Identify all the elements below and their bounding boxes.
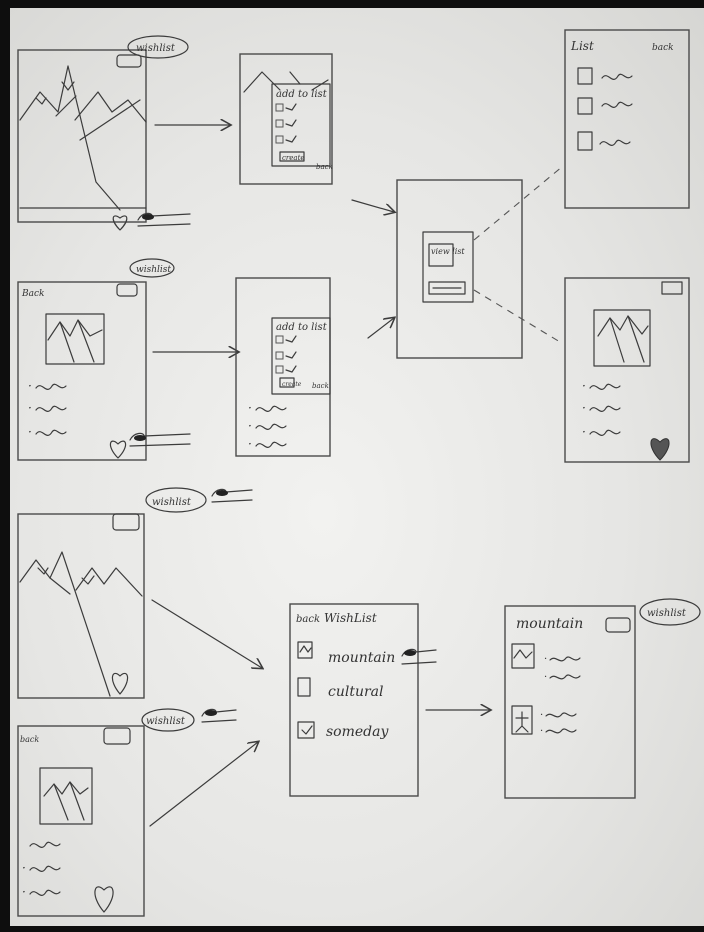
- arrow-icon: [473, 165, 564, 241]
- heart-icon: [111, 672, 129, 695]
- wishlist-title: WishList: [324, 611, 377, 625]
- wishlist-tag: wishlist: [145, 487, 207, 513]
- screen-detail-hearted: · · ·: [564, 277, 690, 463]
- wishlist-tag: wishlist: [141, 708, 195, 732]
- wishlist-tag: wishlist: [639, 598, 701, 626]
- checkbox-icon: [275, 135, 284, 144]
- svg-text:·: ·: [248, 401, 252, 415]
- svg-text:·: ·: [540, 726, 543, 737]
- mountain-icon: [19, 65, 147, 211]
- arrow-icon: [367, 318, 394, 339]
- sketch-paper: [10, 8, 704, 926]
- wishlist-label: wishlist: [647, 608, 687, 619]
- category-mountain: mountain: [328, 650, 395, 666]
- arrow-icon: [473, 289, 561, 343]
- wishlist-label: wishlist: [152, 497, 192, 508]
- create-label: create: [282, 154, 305, 162]
- screen-view-list: view list: [396, 179, 523, 359]
- svg-text:·: ·: [582, 425, 586, 439]
- finger-tap-icon: [211, 488, 253, 503]
- person-icon: [577, 97, 593, 115]
- heart-icon: [109, 440, 127, 459]
- screen-detail-2: back · ·: [17, 725, 145, 917]
- checkbox-icon: [275, 365, 284, 374]
- arrow-icon: [149, 742, 258, 827]
- svg-text:·: ·: [582, 379, 586, 393]
- svg-text:·: ·: [22, 885, 26, 899]
- screen-add-to-list-1: add to list create back: [239, 53, 333, 185]
- heart-icon: [94, 886, 114, 913]
- mountain-icon: [39, 767, 93, 825]
- mountain-title: mountain: [516, 616, 583, 632]
- wishlist-tag: wishlist: [116, 35, 189, 68]
- wishlist-label: wishlist: [146, 716, 186, 727]
- person-icon: [511, 705, 533, 735]
- person-icon: [577, 67, 593, 85]
- finger-tap-icon: [137, 212, 191, 227]
- screen-wishlist: back WishList mountain cultural someday: [289, 603, 419, 797]
- person-icon: [577, 131, 593, 151]
- checkbox-icon: [275, 351, 284, 360]
- checkbox-icon: [275, 103, 284, 112]
- back-label: back: [20, 735, 39, 744]
- arrow-icon: [151, 599, 262, 668]
- svg-text:·: ·: [28, 379, 32, 393]
- checkbox-icon: [297, 721, 315, 739]
- svg-text:·: ·: [544, 672, 547, 683]
- svg-text:·: ·: [22, 861, 26, 875]
- back-label: Back: [21, 289, 44, 299]
- screen-add-to-list-2: add to list create back · · ·: [235, 277, 331, 457]
- screen-landscape-2: [17, 513, 145, 699]
- finger-tap-icon: [129, 432, 191, 447]
- svg-text:·: ·: [582, 401, 586, 415]
- screen-detail-1: Back · · ·: [17, 281, 147, 461]
- view-list-label: view list: [431, 247, 465, 256]
- add-to-list-label: add to list: [276, 89, 328, 100]
- screen-landscape-1: [17, 49, 147, 231]
- screen-mountain-list: mountain · · · ·: [504, 605, 636, 799]
- person-icon: [297, 677, 311, 697]
- checkbox-icon: [275, 335, 284, 344]
- wishlist-label: wishlist: [136, 43, 176, 54]
- svg-text:·: ·: [28, 401, 32, 415]
- back-label: back: [296, 614, 320, 625]
- svg-text:·: ·: [28, 425, 32, 439]
- arrow-icon: [351, 199, 394, 212]
- wishlist-tag: wishlist: [116, 258, 175, 297]
- mountain-icon: [297, 641, 313, 659]
- back-label: back: [652, 43, 674, 53]
- create-label: create: [282, 381, 302, 388]
- svg-text:·: ·: [540, 710, 543, 721]
- back-label: back: [312, 382, 329, 390]
- svg-text:·: ·: [248, 419, 252, 433]
- add-to-list-label: add to list: [276, 322, 328, 333]
- mountain-icon: [593, 309, 651, 367]
- wishlist-label: wishlist: [136, 265, 171, 275]
- screen-list: List back: [564, 29, 690, 209]
- svg-text:·: ·: [544, 654, 547, 665]
- mountain-icon: [19, 551, 143, 697]
- category-cultural: cultural: [328, 684, 384, 700]
- finger-tap-icon: [401, 648, 437, 665]
- category-someday: someday: [326, 724, 389, 740]
- heart-icon: [650, 438, 670, 461]
- mountain-icon: [45, 313, 105, 365]
- heart-icon: [112, 215, 128, 231]
- list-title: List: [570, 39, 594, 53]
- finger-tap-icon: [201, 708, 237, 723]
- svg-text:·: ·: [248, 437, 252, 451]
- checkbox-icon: [275, 119, 284, 128]
- back-label: back: [316, 163, 333, 171]
- mountain-icon: [511, 643, 535, 669]
